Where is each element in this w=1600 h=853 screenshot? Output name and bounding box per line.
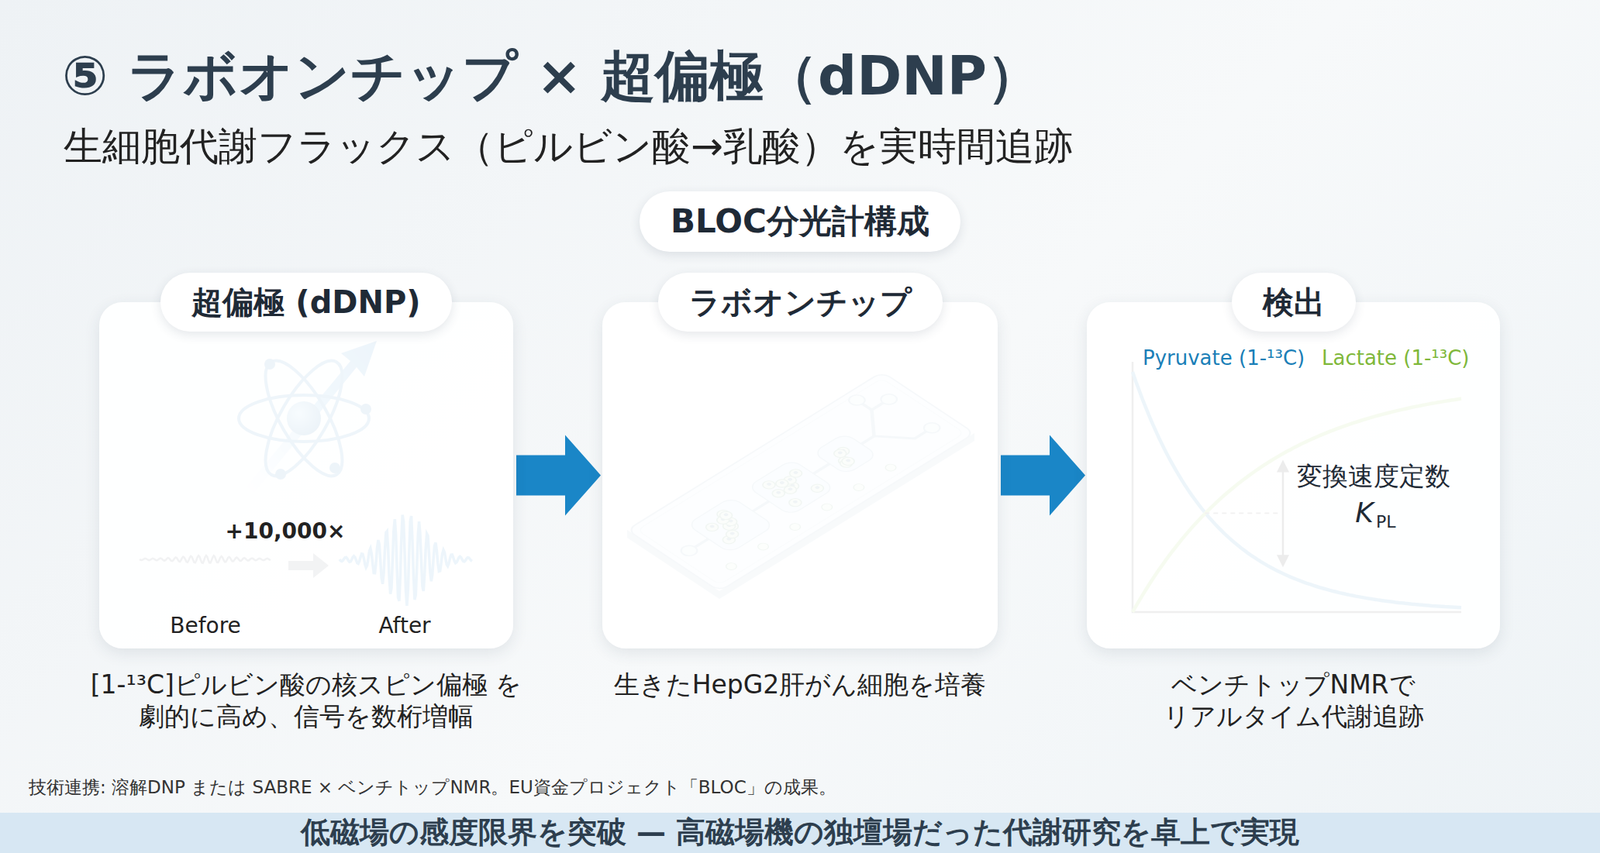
page-title: ⑤ ラボオンチップ × 超偏極（dDNP）	[62, 40, 1042, 114]
footnote: 技術連携: 溶解DNP または SABRE × ベンチトップNMR。EU資金プロ…	[28, 778, 837, 798]
after-label: After	[378, 614, 431, 639]
page-subtitle: 生細胞代謝フラックス（ピルビン酸→乳酸）を実時間追跡	[63, 120, 1073, 173]
panel-heading-pill: 検出	[1231, 272, 1356, 332]
rate-label: 変換速度定数	[1296, 462, 1451, 491]
gain-label: +10,000×	[225, 520, 346, 545]
series-label: Lactate (1-¹³C)	[1321, 347, 1470, 370]
summary-band: 低磁場の感度限界を突破 — 高磁場機の独壇場だった代謝研究を卓上で実現	[0, 813, 1600, 853]
pill-text: ラボオンチップ	[689, 283, 912, 321]
section-pill: BLOC分光計構成	[639, 191, 961, 252]
pill-text: 超偏極 (dDNP)	[191, 283, 421, 321]
rate-subscript: PL	[1375, 513, 1397, 532]
flow-arrow	[1000, 435, 1086, 517]
before-label: Before	[169, 614, 242, 639]
stage-panel: 生きたHepG2肝がん細胞を培養ラボオンチップ	[602, 302, 998, 649]
panel-heading-pill: 超偏極 (dDNP)	[160, 272, 452, 332]
panel-heading-pill: ラボオンチップ	[658, 272, 943, 332]
summary-text: 低磁場の感度限界を突破 — 高磁場機の独壇場だった代謝研究を卓上で実現	[300, 817, 1300, 850]
rate-symbol: K	[1355, 497, 1374, 529]
panel-caption: [1-¹³C]ピルビン酸の核スピン偏極 を劇的に高め、信号を数桁増幅	[89, 668, 524, 734]
panel-caption: ベンチトップNMRで リアルタイム代謝追跡	[1158, 668, 1430, 734]
pill-text: BLOC分光計構成	[670, 202, 930, 242]
series-label: Pyruvate (1-¹³C)	[1142, 347, 1305, 370]
pill-text: 検出	[1262, 283, 1325, 321]
stage-panel: [1-¹³C]ピルビン酸の核スピン偏極 を劇的に高め、信号を数桁増幅超偏極 (d…	[99, 302, 514, 649]
flow-arrow	[516, 435, 601, 517]
panel-caption: 生きたHepG2肝がん細胞を培養	[590, 668, 1010, 701]
